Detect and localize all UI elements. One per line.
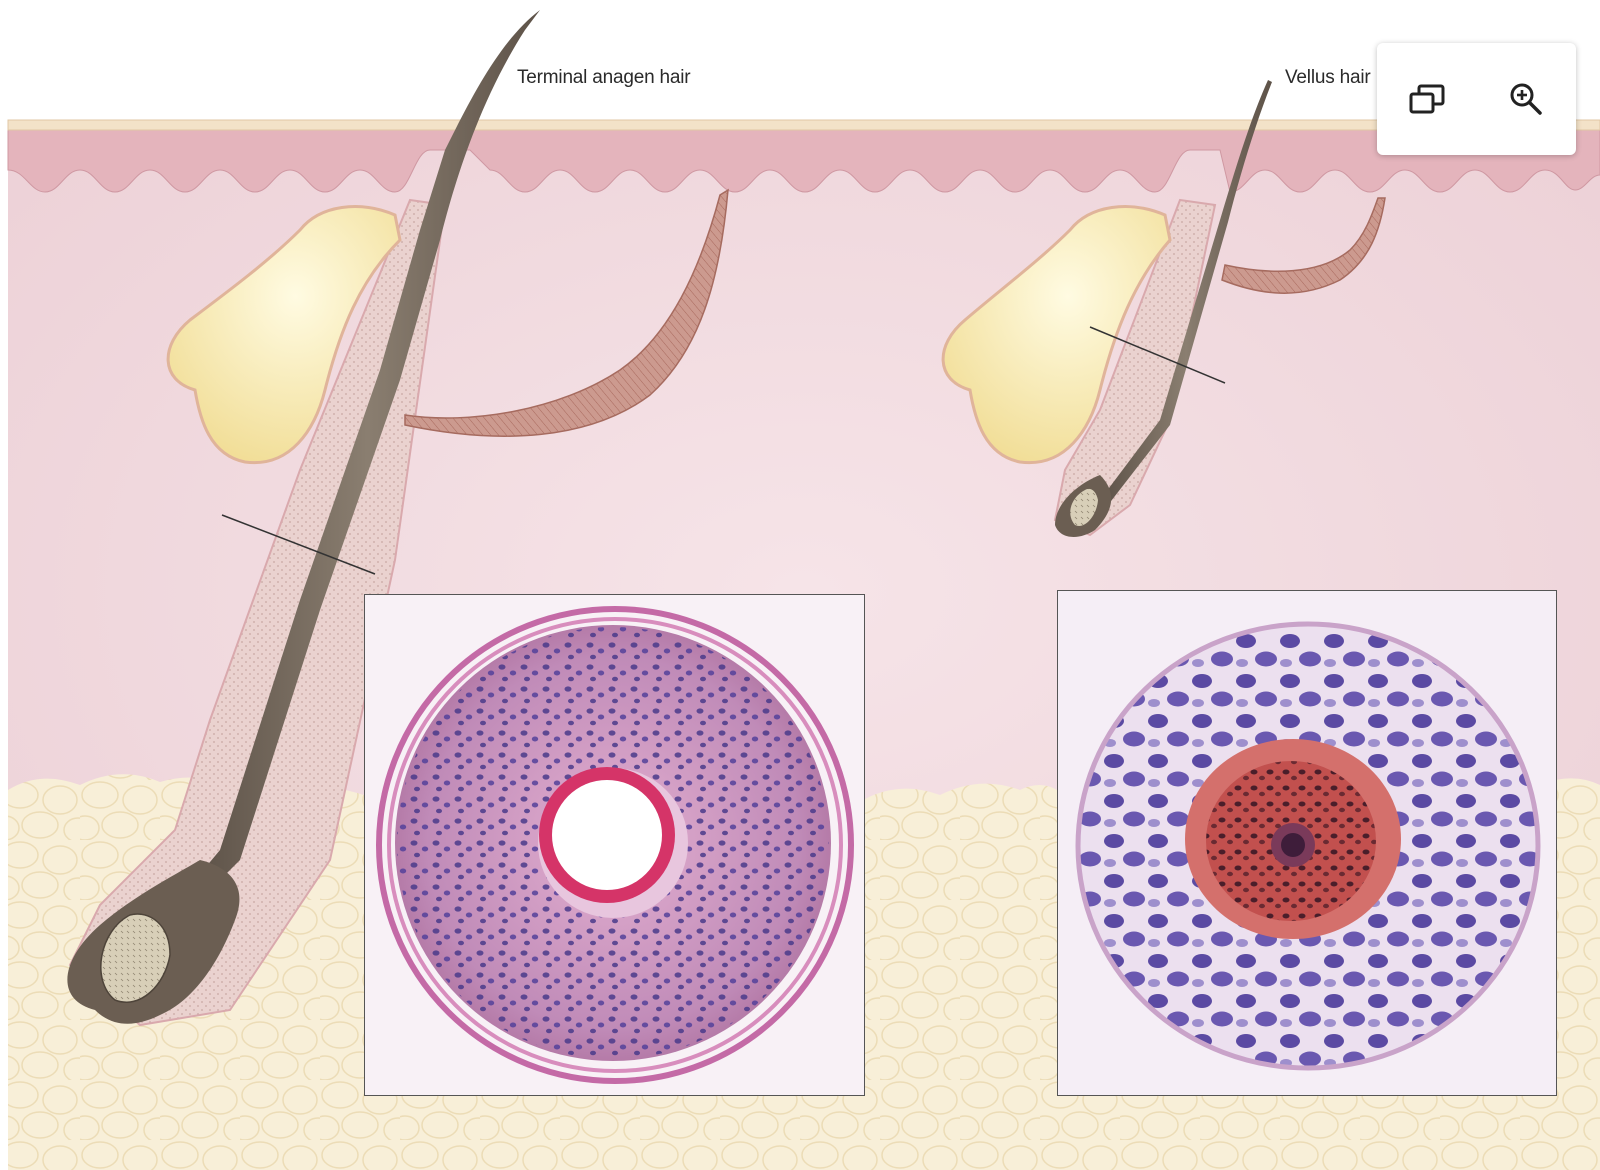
vellus-hair-label: Vellus hair bbox=[1285, 67, 1370, 89]
open-in-new-window-icon bbox=[1408, 82, 1446, 116]
vellus-follicle-histology-image bbox=[1057, 590, 1557, 1096]
image-toolbar bbox=[1377, 43, 1576, 155]
terminal-follicle-histology-image bbox=[364, 594, 865, 1096]
stratum-corneum bbox=[8, 120, 1600, 130]
open-in-new-window-button[interactable] bbox=[1401, 73, 1453, 125]
epidermis bbox=[8, 128, 1600, 192]
zoom-in-button[interactable] bbox=[1500, 73, 1552, 125]
zoom-in-icon bbox=[1508, 81, 1544, 117]
terminal-anagen-hair-label: Terminal anagen hair bbox=[517, 67, 690, 89]
